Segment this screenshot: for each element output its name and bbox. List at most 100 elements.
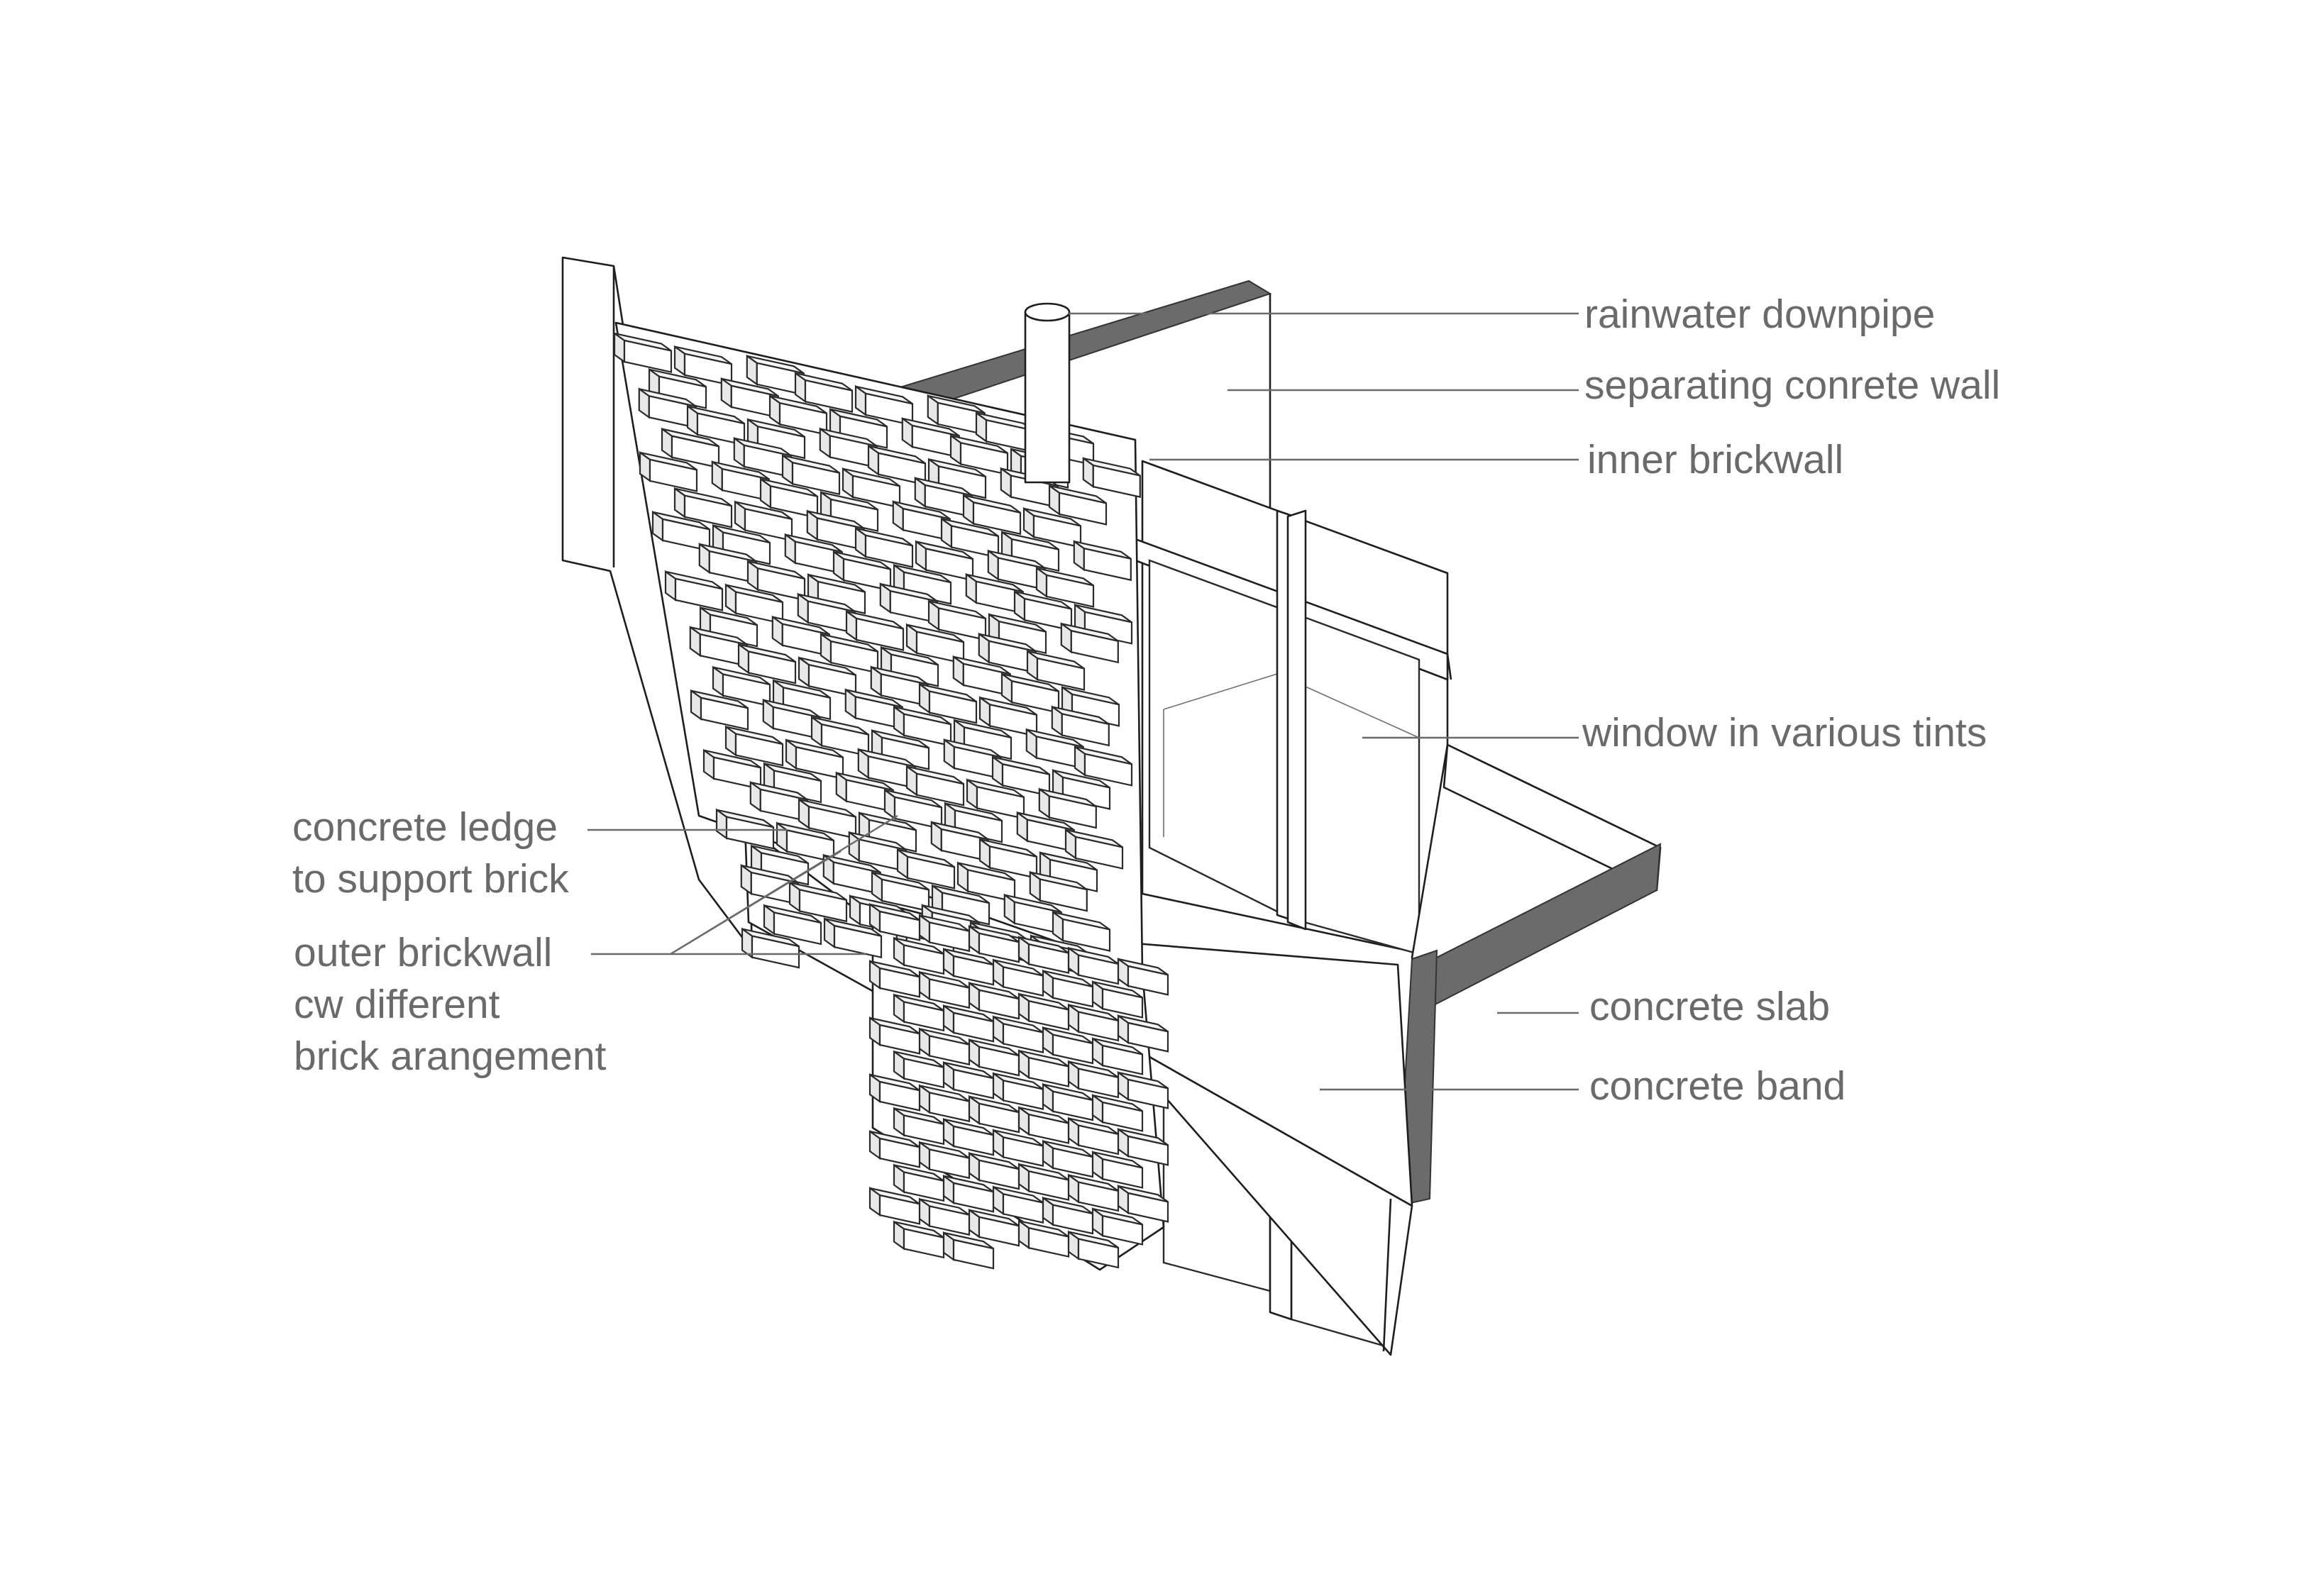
brick [740,863,799,905]
brick [711,460,770,501]
brick [962,494,1022,536]
brick [1117,1184,1169,1223]
brick [613,331,673,373]
brick [968,1095,1020,1134]
brick [810,716,870,758]
brick [879,582,938,624]
brick [1026,649,1086,691]
brick [1060,622,1119,664]
brick [1042,1196,1094,1235]
brick [927,599,987,641]
brick [1067,946,1120,985]
brick [759,477,819,519]
brick [905,623,965,665]
brick [844,688,903,730]
brick [1117,1070,1169,1109]
brick [918,1027,971,1066]
brick [1042,1026,1094,1065]
lower-brick-pattern [868,902,1169,1270]
brick [797,592,856,634]
brick [868,1186,921,1225]
concrete-slab [1396,743,1662,1207]
brick [661,427,720,469]
brick [1074,745,1133,787]
brick [1017,936,1070,974]
brick [992,958,1044,997]
label-outer-brickwall-line1: outer brickwall [294,930,552,975]
labels: rainwater downpipe separating conrete wa… [292,292,2000,1109]
brick [968,1208,1020,1247]
label-concrete-ledge-line2: to support brick [292,856,569,902]
brick [978,838,1038,880]
brick [690,689,749,731]
brick [1073,540,1132,582]
brick [868,902,921,941]
brick [918,914,971,953]
brick [1067,1230,1120,1269]
brick [749,780,808,822]
brick [763,904,822,946]
brick [771,615,830,657]
brick [673,487,733,528]
brick [746,354,805,396]
brick [968,1038,1020,1077]
brick [724,725,784,767]
label-outer-brickwall-line3: brick arangement [294,1033,607,1079]
brick [746,560,806,602]
label-inner-brickwall: inner brickwall [1587,437,1843,482]
brick [883,788,943,830]
brick [1067,1060,1120,1099]
brick [784,533,843,575]
brick [992,1072,1044,1110]
brick [686,404,746,446]
brick [1017,1163,1070,1201]
brick [893,936,945,975]
brick [868,1073,921,1112]
brick [868,1016,921,1055]
brick [987,549,1046,591]
brick [1091,1150,1144,1189]
brick [992,1015,1044,1053]
brick [1067,1173,1120,1212]
brick [794,371,854,413]
brick [698,542,757,584]
brick [1117,1127,1169,1166]
brick [896,848,956,890]
brick [819,427,878,469]
brick [781,454,841,496]
brick [880,645,939,687]
brick [905,765,965,807]
brick [949,434,1009,476]
brick [893,705,952,747]
label-concrete-band: concrete band [1589,1063,1846,1109]
brick [689,626,748,667]
brick [968,924,1020,963]
brick [1042,969,1094,1008]
label-window: window in various tints [1582,710,1987,755]
brick [978,632,1037,674]
brick [956,861,1016,903]
brick [942,1004,995,1043]
brick [1052,910,1111,952]
brick [822,853,881,895]
brick [892,499,951,542]
brick [1067,1116,1120,1156]
brick [1042,1082,1094,1121]
brick [918,1141,971,1180]
brick [798,798,857,840]
leader-outer-brickwall-b [670,814,898,955]
brick [1091,1207,1144,1246]
brick [968,981,1020,1020]
outer-brickwall [613,321,1169,1271]
brick [1117,957,1169,996]
brick [992,1129,1044,1167]
brick [942,947,995,986]
brick [940,517,1000,559]
brick [918,970,971,1009]
brick [893,1107,945,1146]
brick [820,490,879,532]
rainwater-downpipe [1024,302,1071,484]
brick [1029,870,1088,912]
brick [868,1129,921,1168]
brick [992,1185,1044,1224]
